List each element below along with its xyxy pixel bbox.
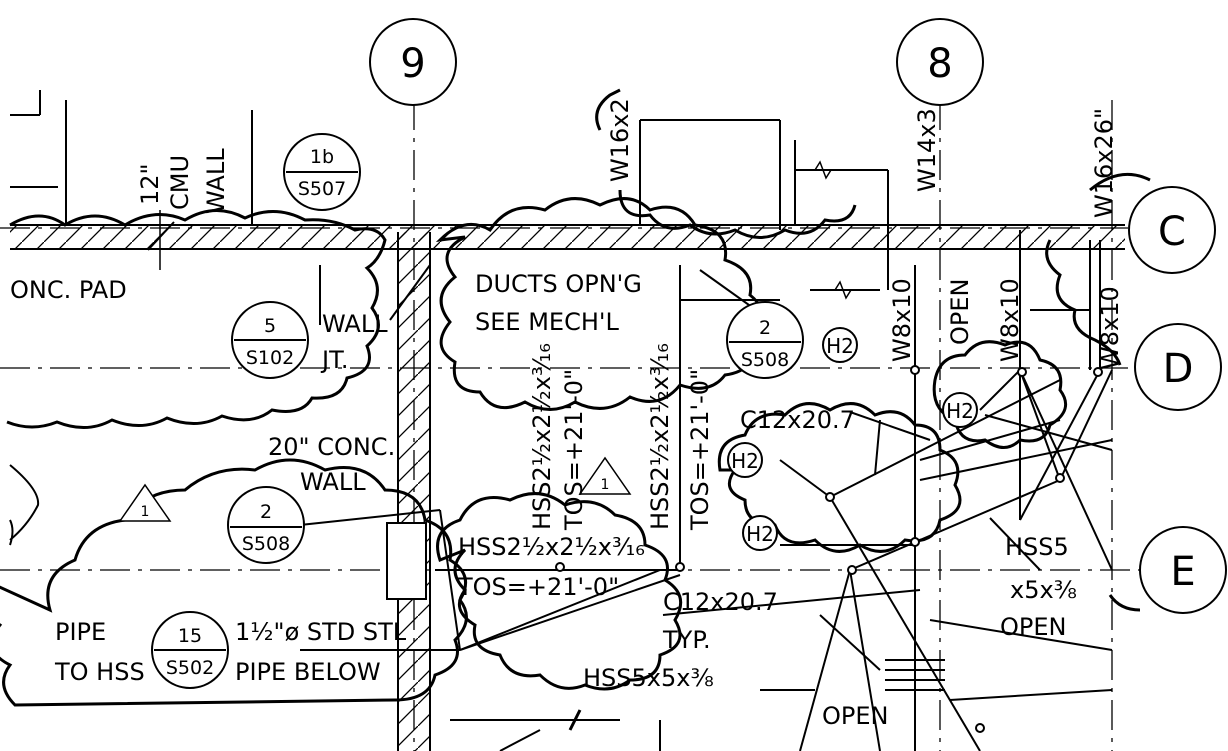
grid-bubble-c: C xyxy=(1128,186,1216,274)
grid-bubbles: 9 8 C D E xyxy=(369,18,1227,614)
grid-bubble-8: 8 xyxy=(896,18,984,106)
hss5-bottom-label: HSS5x5x⅜ xyxy=(583,664,714,692)
break-marks xyxy=(795,160,871,300)
hss-vertical-label-2: HSS2½x2½x³⁄₁₆ xyxy=(646,343,674,530)
svg-text:H2: H2 xyxy=(746,522,774,546)
detail-ref-num: 2 xyxy=(260,501,272,523)
grid-label-c: C xyxy=(1158,209,1186,255)
ducts-label-1: DUCTS OPN'G xyxy=(475,270,642,298)
w8-label-2: W8x10 xyxy=(996,278,1024,362)
revision-cloud-top-arc xyxy=(1089,172,1151,192)
detail-ref-num: 5 xyxy=(264,315,276,337)
detail-ref-15-s502[interactable]: 15 S502 xyxy=(151,611,229,689)
pipe-std-label: 1½"ø STD STL xyxy=(235,618,407,646)
vertical-wall-9 xyxy=(386,232,431,751)
grid-label-d: D xyxy=(1163,346,1194,392)
upper-left-linework xyxy=(10,90,253,270)
h2-tag-2: H2 xyxy=(942,392,978,428)
w16-right-label: W16x26" xyxy=(1090,108,1118,218)
revision-cloud-left-top xyxy=(6,208,387,429)
conc-wall-label-1: 20" CONC. xyxy=(268,433,395,461)
c12-top-label: C12x20.7 xyxy=(740,406,855,434)
hss-horizontal-label: HSS2½x2½x³⁄₁₆ xyxy=(458,533,645,561)
tos-vertical-label-2: TOS=+21'-0" xyxy=(686,369,714,531)
revision-number: 1 xyxy=(601,477,610,493)
detail-ref-2-s508-left[interactable]: 2 S508 xyxy=(227,486,305,564)
revision-cloud-right-d xyxy=(932,340,1068,449)
grid-bubble-d: D xyxy=(1134,323,1222,411)
tos-horizontal-label: TOS=+21'-0" xyxy=(457,573,619,601)
h2-tag-1: H2 xyxy=(822,327,858,363)
hss5-right-label-1: HSS5 xyxy=(1005,533,1069,561)
w16-left-label: W16x2 xyxy=(606,98,634,182)
detail-ref-sheet: S508 xyxy=(741,349,789,371)
detail-ref-num: 1b xyxy=(310,146,334,168)
detail-ref-5-s102[interactable]: 5 S102 xyxy=(231,301,309,379)
left-arc-symbol xyxy=(9,464,40,546)
w8-label-3: W8x10 xyxy=(1096,286,1124,370)
pipe-label-1: PIPE xyxy=(55,618,106,646)
svg-text:H2: H2 xyxy=(731,449,759,473)
grid-label-8: 8 xyxy=(927,41,952,87)
svg-text:H2: H2 xyxy=(826,334,854,358)
detail-ref-sheet: S507 xyxy=(298,178,346,200)
revision-number: 1 xyxy=(141,504,150,520)
grid-label-e: E xyxy=(1170,549,1195,595)
hatched-wall-c xyxy=(10,224,1125,250)
hss-vertical-label-1: HSS2½x2½x³⁄₁₆ xyxy=(528,343,556,530)
h2-tag-4: H2 xyxy=(742,515,778,551)
tos-vertical-label-1: TOS=+21'-0" xyxy=(560,369,588,531)
open-vertical-label: OPEN xyxy=(946,279,974,345)
svg-text:H2: H2 xyxy=(946,399,974,423)
grid-bubble-9: 9 xyxy=(369,18,457,106)
detail-refs: 1b S507 5 S102 2 S508 2 S508 15 S502 xyxy=(151,133,804,689)
vertical-text-labels: 12" CMU WALL HSS2½x2½x³⁄₁₆ TOS=+21'-0" H… xyxy=(136,98,1124,531)
revision-triangle-left: 1 xyxy=(118,483,172,522)
text-labels: ONC. PAD WALL JT. 20" CONC. WALL DUCTS O… xyxy=(10,270,1077,730)
grid-label-9: 9 xyxy=(400,41,425,87)
connection-nodes xyxy=(555,365,1103,733)
wall-thickness-label: 12" xyxy=(136,163,164,205)
grid-bubble-e: E xyxy=(1139,526,1227,614)
detail-ref-num: 15 xyxy=(178,625,202,647)
wall-jt-label-1: WALL xyxy=(322,310,388,338)
ducts-label-2: SEE MECH'L xyxy=(475,308,619,336)
c12-bottom-label: C12x20.7 xyxy=(663,588,778,616)
revision-triangle-center: 1 xyxy=(578,456,632,495)
detail-ref-1b-s507[interactable]: 1b S507 xyxy=(283,133,361,211)
detail-ref-sheet: S508 xyxy=(242,533,290,555)
revision-triangles: 1 1 xyxy=(118,456,632,522)
typ-label: TYP. xyxy=(662,626,711,654)
open-right-label: OPEN xyxy=(1000,613,1066,641)
cmu-wall-label: WALL xyxy=(202,148,230,214)
revision-cloud-right-e xyxy=(1108,594,1141,612)
pipe-below-label: PIPE BELOW xyxy=(235,658,381,686)
open-bottom-label: OPEN xyxy=(822,702,888,730)
detail-ref-sheet: S502 xyxy=(166,657,214,679)
cmu-label: CMU xyxy=(166,155,194,210)
conc-pad-label: ONC. PAD xyxy=(10,276,127,304)
conc-wall-label-2: WALL xyxy=(300,468,366,496)
h2-tag-3: H2 xyxy=(727,442,763,478)
brace-tags: H2 H2 H2 H2 xyxy=(727,327,978,551)
pipe-label-2: TO HSS xyxy=(54,658,145,686)
revision-cloud-right-mid xyxy=(717,402,962,553)
detail-ref-sheet: S102 xyxy=(246,347,294,369)
wall-jt-label-2: JT. xyxy=(320,346,349,374)
w14-label: W14x3 xyxy=(913,108,941,192)
revision-cloud-top-right xyxy=(618,189,857,239)
revision-cloud-center xyxy=(435,197,764,411)
detail-ref-num: 2 xyxy=(759,317,771,339)
hss5-right-label-2: x5x⅜ xyxy=(1010,576,1077,604)
detail-ref-2-s508-center[interactable]: 2 S508 xyxy=(726,301,804,379)
w8-label-1: W8x10 xyxy=(888,278,916,362)
revision-cloud-top-center xyxy=(595,88,621,131)
